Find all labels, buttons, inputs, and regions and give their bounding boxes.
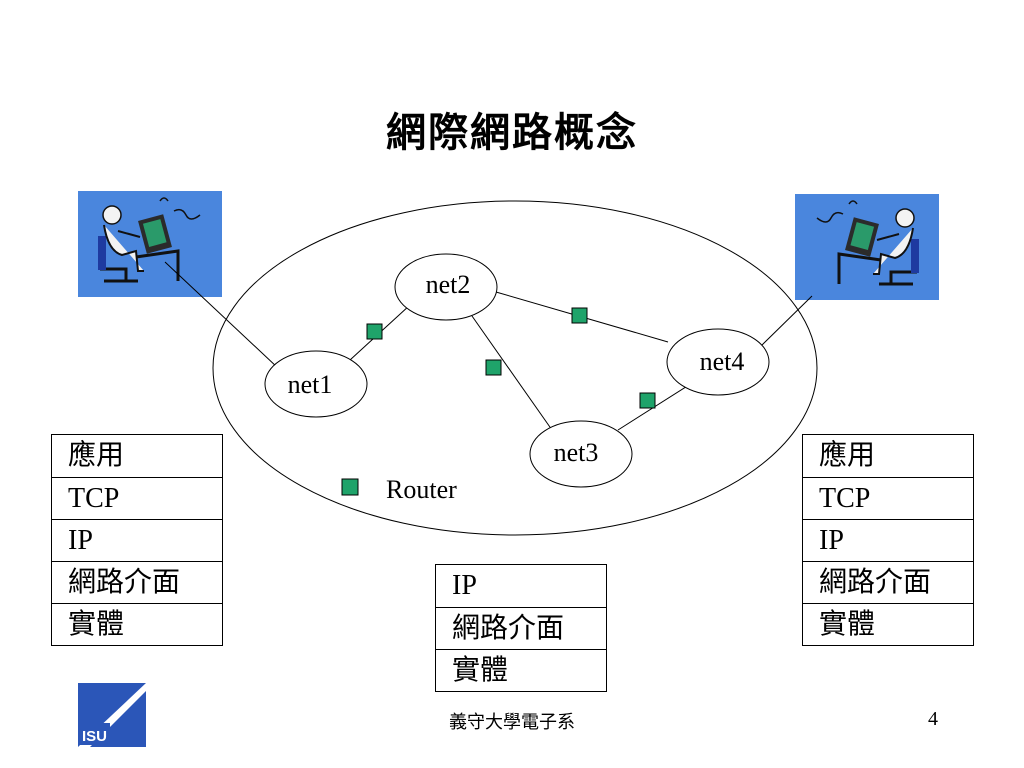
isu-logo: ISU xyxy=(78,683,146,747)
node-label-net2: net2 xyxy=(426,270,471,299)
stack-layer: IP xyxy=(803,519,973,561)
isu-logo-text: ISU xyxy=(82,728,107,745)
router-net2-net3 xyxy=(485,359,502,376)
stack-layer: TCP xyxy=(803,477,973,519)
router-net2-net4 xyxy=(571,307,588,324)
slide-title: 網際網路概念 xyxy=(386,110,638,156)
legend-router-symbol xyxy=(341,478,359,496)
link-left-host-net1 xyxy=(164,261,279,369)
stack-layer: 網路介面 xyxy=(52,561,222,603)
router-net1-net2 xyxy=(366,323,383,340)
node-net3: net3 xyxy=(529,420,633,488)
internet-boundary-ellipse xyxy=(212,200,818,536)
node-net4: net4 xyxy=(666,328,770,396)
link-right-host-net4 xyxy=(761,295,813,346)
stack-layer: 實體 xyxy=(436,649,606,691)
page-number: 4 xyxy=(928,708,938,730)
router-net3-net4 xyxy=(639,392,656,409)
stack-layer: 網路介面 xyxy=(803,561,973,603)
right-host-computer-user-icon xyxy=(795,194,939,300)
stack-layer: 網路介面 xyxy=(436,607,606,649)
stack-layer: IP xyxy=(452,570,477,601)
stack-layer: 實體 xyxy=(52,603,222,645)
node-label-net3: net3 xyxy=(554,438,599,467)
footer-department: 義守大學電子系 xyxy=(449,712,575,733)
legend-router-label: Router xyxy=(386,475,457,504)
right-protocol-stack: 應用 TCP IP 網路介面 實體 xyxy=(802,434,974,646)
stack-layer: 應用 xyxy=(819,440,876,471)
stack-layer: IP xyxy=(52,519,222,561)
node-label-net4: net4 xyxy=(700,347,745,376)
node-net2: net2 xyxy=(394,253,498,321)
node-label-net1: net1 xyxy=(288,370,333,399)
middle-protocol-stack: IP 網路介面 實體 xyxy=(435,564,607,692)
node-net1: net1 xyxy=(264,350,368,418)
stack-layer: 實體 xyxy=(803,603,973,645)
left-protocol-stack: 應用 TCP IP 網路介面 實體 xyxy=(51,434,223,646)
stack-layer: 應用 xyxy=(68,440,125,471)
link-net2-net3 xyxy=(471,315,553,431)
stack-layer: TCP xyxy=(52,477,222,519)
left-host-computer-user-icon xyxy=(78,191,222,297)
